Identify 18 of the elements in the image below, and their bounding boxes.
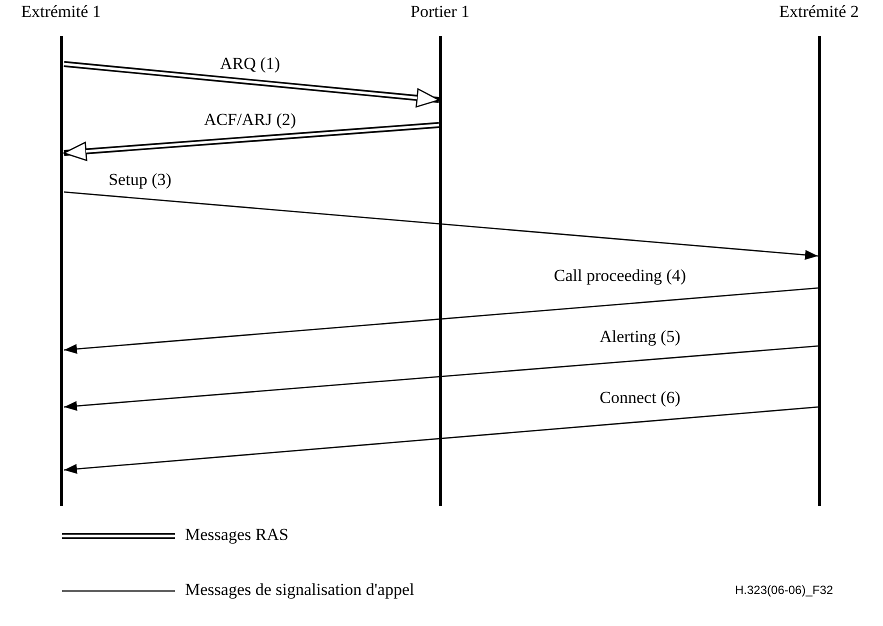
edge-label: Setup (3) bbox=[108, 170, 172, 190]
edge-label: Alerting (5) bbox=[600, 327, 680, 347]
figure-id: H.323(06-06)_F32 bbox=[735, 583, 834, 597]
edge-label: ARQ (1) bbox=[220, 54, 280, 74]
legend-text: Messages de signalisation d'appel bbox=[185, 580, 414, 600]
message-arrow bbox=[64, 61, 440, 108]
message-arrow bbox=[63, 122, 440, 161]
lifeline-header: Extrémité 2 bbox=[778, 2, 860, 22]
message-arrow bbox=[64, 406, 818, 474]
lifeline-header: Portier 1 bbox=[409, 2, 471, 22]
message-arrow bbox=[64, 191, 818, 260]
edge-label: Connect (6) bbox=[600, 388, 680, 408]
lifeline-header: Extrémité 1 bbox=[20, 2, 102, 22]
message-arrow bbox=[64, 345, 818, 411]
edge-label: ACF/ARJ (2) bbox=[204, 110, 296, 130]
legend-text: Messages RAS bbox=[185, 525, 288, 545]
message-arrow bbox=[64, 287, 818, 354]
edge-label: Call proceeding (4) bbox=[554, 266, 686, 286]
